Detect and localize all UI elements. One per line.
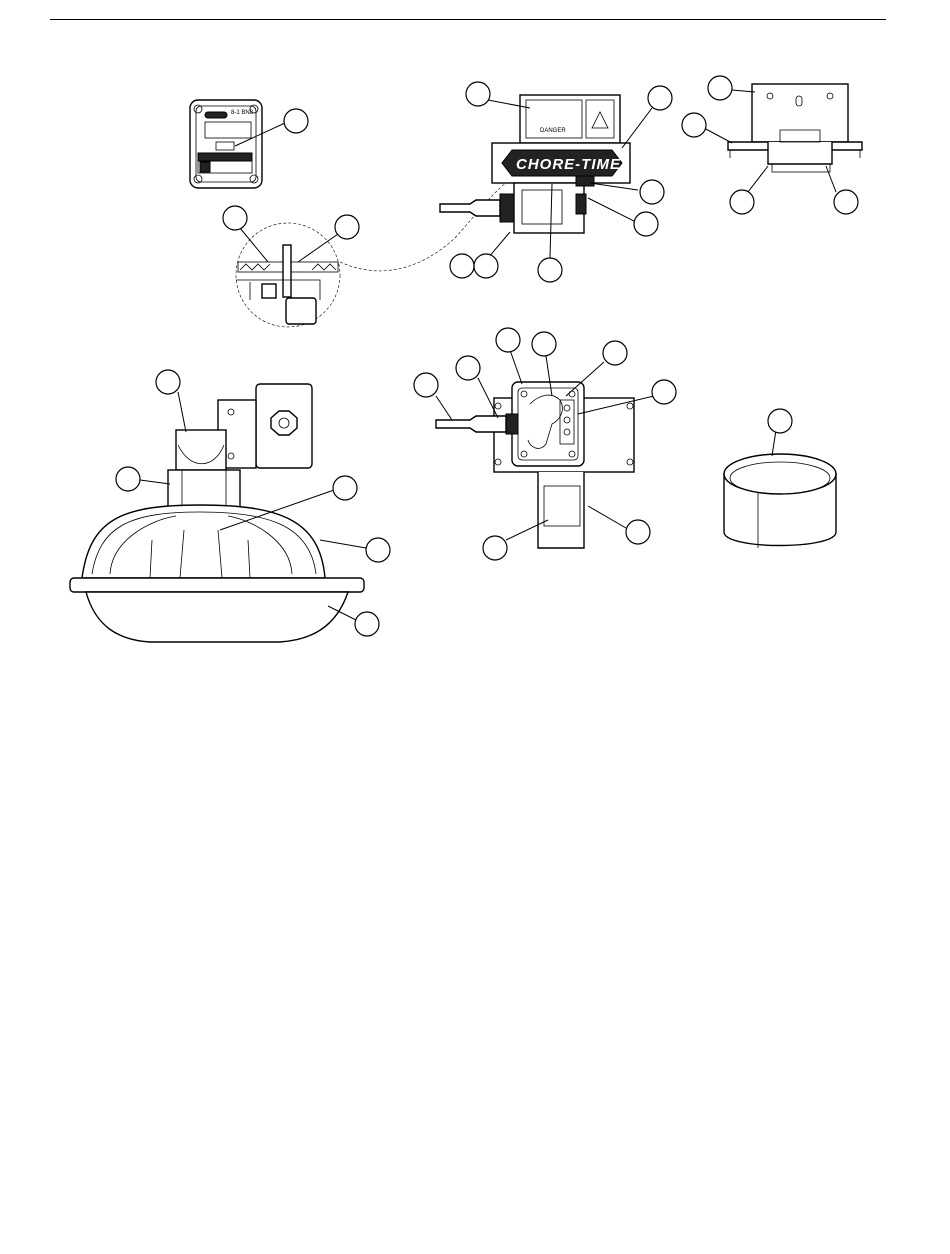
callout-bubble bbox=[538, 258, 562, 282]
callout-bubble bbox=[355, 612, 379, 636]
model-tag-text: 8-1 BN8 bbox=[231, 110, 254, 116]
callout-bubble bbox=[333, 476, 357, 500]
callout-bubble bbox=[116, 467, 140, 491]
detail-view bbox=[223, 180, 510, 327]
control-box-open bbox=[414, 328, 676, 560]
callout-bubble bbox=[456, 356, 480, 380]
callout-bubble bbox=[223, 206, 247, 230]
callout-bubble bbox=[335, 215, 359, 239]
callout-bubble bbox=[768, 409, 792, 433]
callout-bubble bbox=[652, 380, 676, 404]
callout-bubble bbox=[603, 341, 627, 365]
callout-bubble bbox=[532, 332, 556, 356]
callout-bubble bbox=[466, 82, 490, 106]
callout-bubble bbox=[414, 373, 438, 397]
callout-bubble bbox=[156, 370, 180, 394]
callout-bubble bbox=[640, 180, 664, 204]
mounting-bracket bbox=[682, 76, 862, 214]
danger-label-text: DANGER bbox=[540, 128, 566, 134]
callout-bubble bbox=[682, 113, 706, 137]
callout-bubble bbox=[834, 190, 858, 214]
chore-time-logo-text: CHORE-TIME bbox=[516, 156, 621, 173]
heater-assembly bbox=[70, 370, 390, 642]
callout-bubble bbox=[626, 520, 650, 544]
callout-bubble bbox=[474, 254, 498, 278]
callout-bubble bbox=[708, 76, 732, 100]
control-unit-assembly: DANGER CHORE-TIME bbox=[440, 82, 672, 282]
callout-bubble bbox=[284, 109, 308, 133]
callout-bubble bbox=[483, 536, 507, 560]
callout-bubble bbox=[730, 190, 754, 214]
motor-cover-assembly: 8-1 BN8 bbox=[190, 100, 308, 188]
callout-bubble bbox=[648, 86, 672, 110]
callout-bubble bbox=[496, 328, 520, 352]
callout-bubble bbox=[634, 212, 658, 236]
callout-bubble bbox=[366, 538, 390, 562]
band-ring bbox=[724, 409, 836, 548]
callout-bubble bbox=[450, 254, 474, 278]
